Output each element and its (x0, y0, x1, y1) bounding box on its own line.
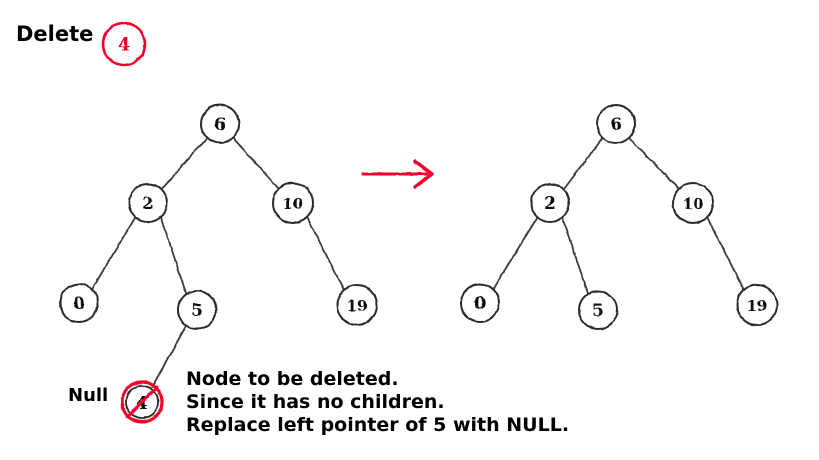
note-line-1: Node to be deleted. (186, 368, 399, 390)
node-label: 2 (544, 194, 556, 214)
delete-label-row: Delete (16, 22, 93, 46)
tree-node-19: 19 (336, 284, 378, 326)
edge-2-to-5 (160, 216, 187, 294)
node-circle (336, 284, 378, 326)
tree-node-5: 5 (177, 290, 217, 330)
edge-a6-to-a10 (629, 138, 680, 190)
edge-a6-to-a2 (563, 138, 603, 190)
header-circled-label: 4 (118, 35, 131, 56)
node-label: 5 (191, 301, 203, 321)
node-circle (272, 182, 314, 224)
tree-node-10: 10 (272, 182, 314, 224)
tree-node-0: 0 (460, 283, 500, 323)
node-label: 10 (283, 195, 304, 213)
transform-arrow (361, 159, 434, 189)
header-circled-value: 4 (101, 21, 147, 67)
node-label: 5 (592, 301, 604, 321)
tree-node-19: 19 (736, 284, 778, 326)
edge-a10-to-a19 (706, 216, 745, 291)
deleted-node-4: 4 (120, 380, 164, 424)
tree-node-6: 6 (596, 104, 636, 144)
node-circle (530, 183, 570, 223)
tree-after-nodes: 6 2 10 0 5 19 (460, 104, 778, 330)
delete-label: Delete (16, 22, 94, 46)
edge-5-to-4 (151, 325, 187, 388)
node-circle (200, 104, 240, 144)
node-circle (177, 290, 217, 330)
tree-before-edges (91, 138, 345, 388)
tree-node-6: 6 (200, 104, 240, 144)
node-circle (128, 183, 168, 223)
deletion-mark (120, 380, 164, 424)
tree-node-5: 5 (578, 290, 618, 330)
note-line-3: Replace left pointer of 5 with NULL. (186, 414, 570, 436)
node-label: 10 (683, 195, 704, 213)
tree-before-nodes: 6 2 10 0 5 19 (59, 104, 378, 330)
node-label: 19 (747, 297, 768, 315)
node-circle (596, 104, 636, 144)
tree-node-10: 10 (672, 182, 714, 224)
explanation-note: Node to be deleted.Since it has no child… (186, 368, 569, 437)
node-circle (460, 283, 500, 323)
tree-after-edges (492, 138, 745, 294)
edge-6-to-2 (161, 138, 207, 190)
note-line-2: Since it has no children. (186, 391, 445, 413)
circle-outline-icon (101, 21, 147, 67)
node-label: 6 (610, 115, 622, 135)
edge-a2-to-a5 (561, 216, 589, 294)
edge-2-to-0 (91, 217, 136, 290)
edge-10-to-19 (306, 216, 345, 291)
header-circle: 4 (101, 21, 147, 67)
node-label: 6 (214, 115, 226, 135)
strike-through-icon (125, 385, 159, 419)
edge-a2-to-a0 (492, 217, 538, 290)
null-label: Null (68, 385, 109, 406)
tree-node-0: 0 (59, 283, 99, 323)
node-label: 0 (73, 294, 85, 314)
tree-node-2: 2 (530, 183, 570, 223)
deletion-circle-icon (120, 380, 164, 424)
node-circle (736, 284, 778, 326)
edge-6-to-10 (233, 138, 280, 190)
node-circle (59, 283, 99, 323)
node-label: 2 (142, 194, 154, 214)
node-circle (672, 182, 714, 224)
node-label: 19 (347, 297, 368, 315)
tree-node-2: 2 (128, 183, 168, 223)
node-circle (578, 290, 618, 330)
node-label: 0 (474, 294, 486, 314)
